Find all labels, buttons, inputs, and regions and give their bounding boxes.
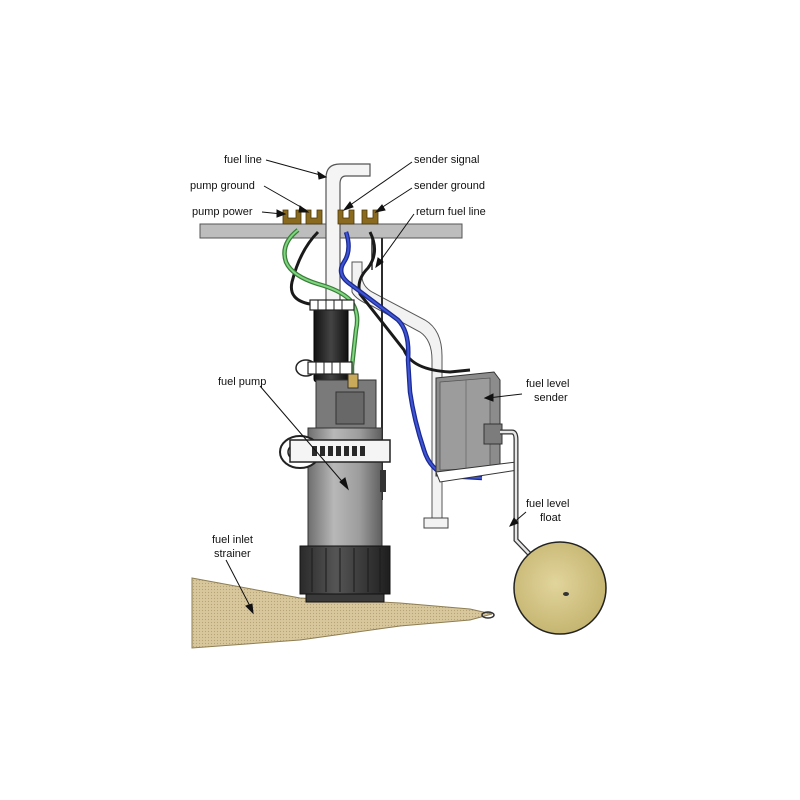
label-fuel-level-float-line1: fuel level xyxy=(526,498,569,510)
pump-terminal-post xyxy=(347,373,359,389)
label-fuel-inlet-strainer-line1: fuel inlet xyxy=(212,534,253,546)
pump-inlet-cap xyxy=(299,545,391,595)
label-pump-power: pump power xyxy=(192,206,253,218)
label-sender-signal: sender signal xyxy=(414,154,479,166)
sender-signal-wire-highlight xyxy=(340,231,483,479)
label-sender-ground: sender ground xyxy=(414,180,485,192)
terminal-pump-power xyxy=(282,209,302,225)
terminal-block xyxy=(282,209,379,225)
return-line-end xyxy=(423,517,449,529)
label-fuel-pump: fuel pump xyxy=(218,376,266,388)
terminal-pump-ground xyxy=(305,209,323,225)
sender-ground-wire xyxy=(357,231,471,374)
label-fuel-line: fuel line xyxy=(224,154,262,166)
label-fuel-level-float-line2: float xyxy=(540,512,561,524)
terminal-sender-ground xyxy=(361,209,379,225)
pump-inlet-base xyxy=(305,593,385,603)
label-fuel-inlet-strainer-line2: strainer xyxy=(214,548,251,560)
leader-lines xyxy=(225,159,527,615)
pump-power-wire-highlight xyxy=(283,229,359,380)
pump-outlet-block xyxy=(335,391,365,425)
label-pump-ground: pump ground xyxy=(190,180,255,192)
pump-side-bracket xyxy=(380,470,386,492)
pump-ground-wire xyxy=(289,230,320,306)
terminal-sender-signal xyxy=(337,209,355,225)
hose-clamp-upper xyxy=(309,299,355,311)
fuel-level-float xyxy=(513,541,607,635)
sender-face xyxy=(439,377,491,471)
label-fuel-level-sender-line2: sender xyxy=(534,392,568,404)
label-fuel-level-sender-line1: fuel level xyxy=(526,378,569,390)
strainer-tip xyxy=(481,611,495,619)
label-return-fuel-line: return fuel line xyxy=(416,206,486,218)
sender-mount-tab xyxy=(483,423,503,445)
hose-clamp-lower xyxy=(295,359,353,377)
